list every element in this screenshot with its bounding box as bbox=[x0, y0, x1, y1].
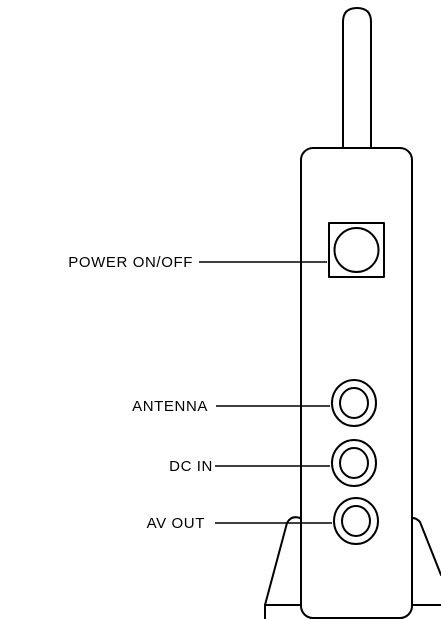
av-out-label: AV OUT bbox=[147, 515, 205, 532]
antenna-label: ANTENNA bbox=[132, 398, 208, 415]
dc-in-label: DC IN bbox=[169, 458, 213, 475]
antenna-jack bbox=[331, 379, 377, 427]
power-button bbox=[328, 222, 385, 278]
av-out-jack bbox=[333, 497, 379, 545]
device-body bbox=[300, 147, 413, 619]
power-label: POWER ON/OFF bbox=[68, 254, 193, 271]
dc-in-jack bbox=[331, 439, 377, 487]
antenna-rod bbox=[342, 7, 372, 149]
